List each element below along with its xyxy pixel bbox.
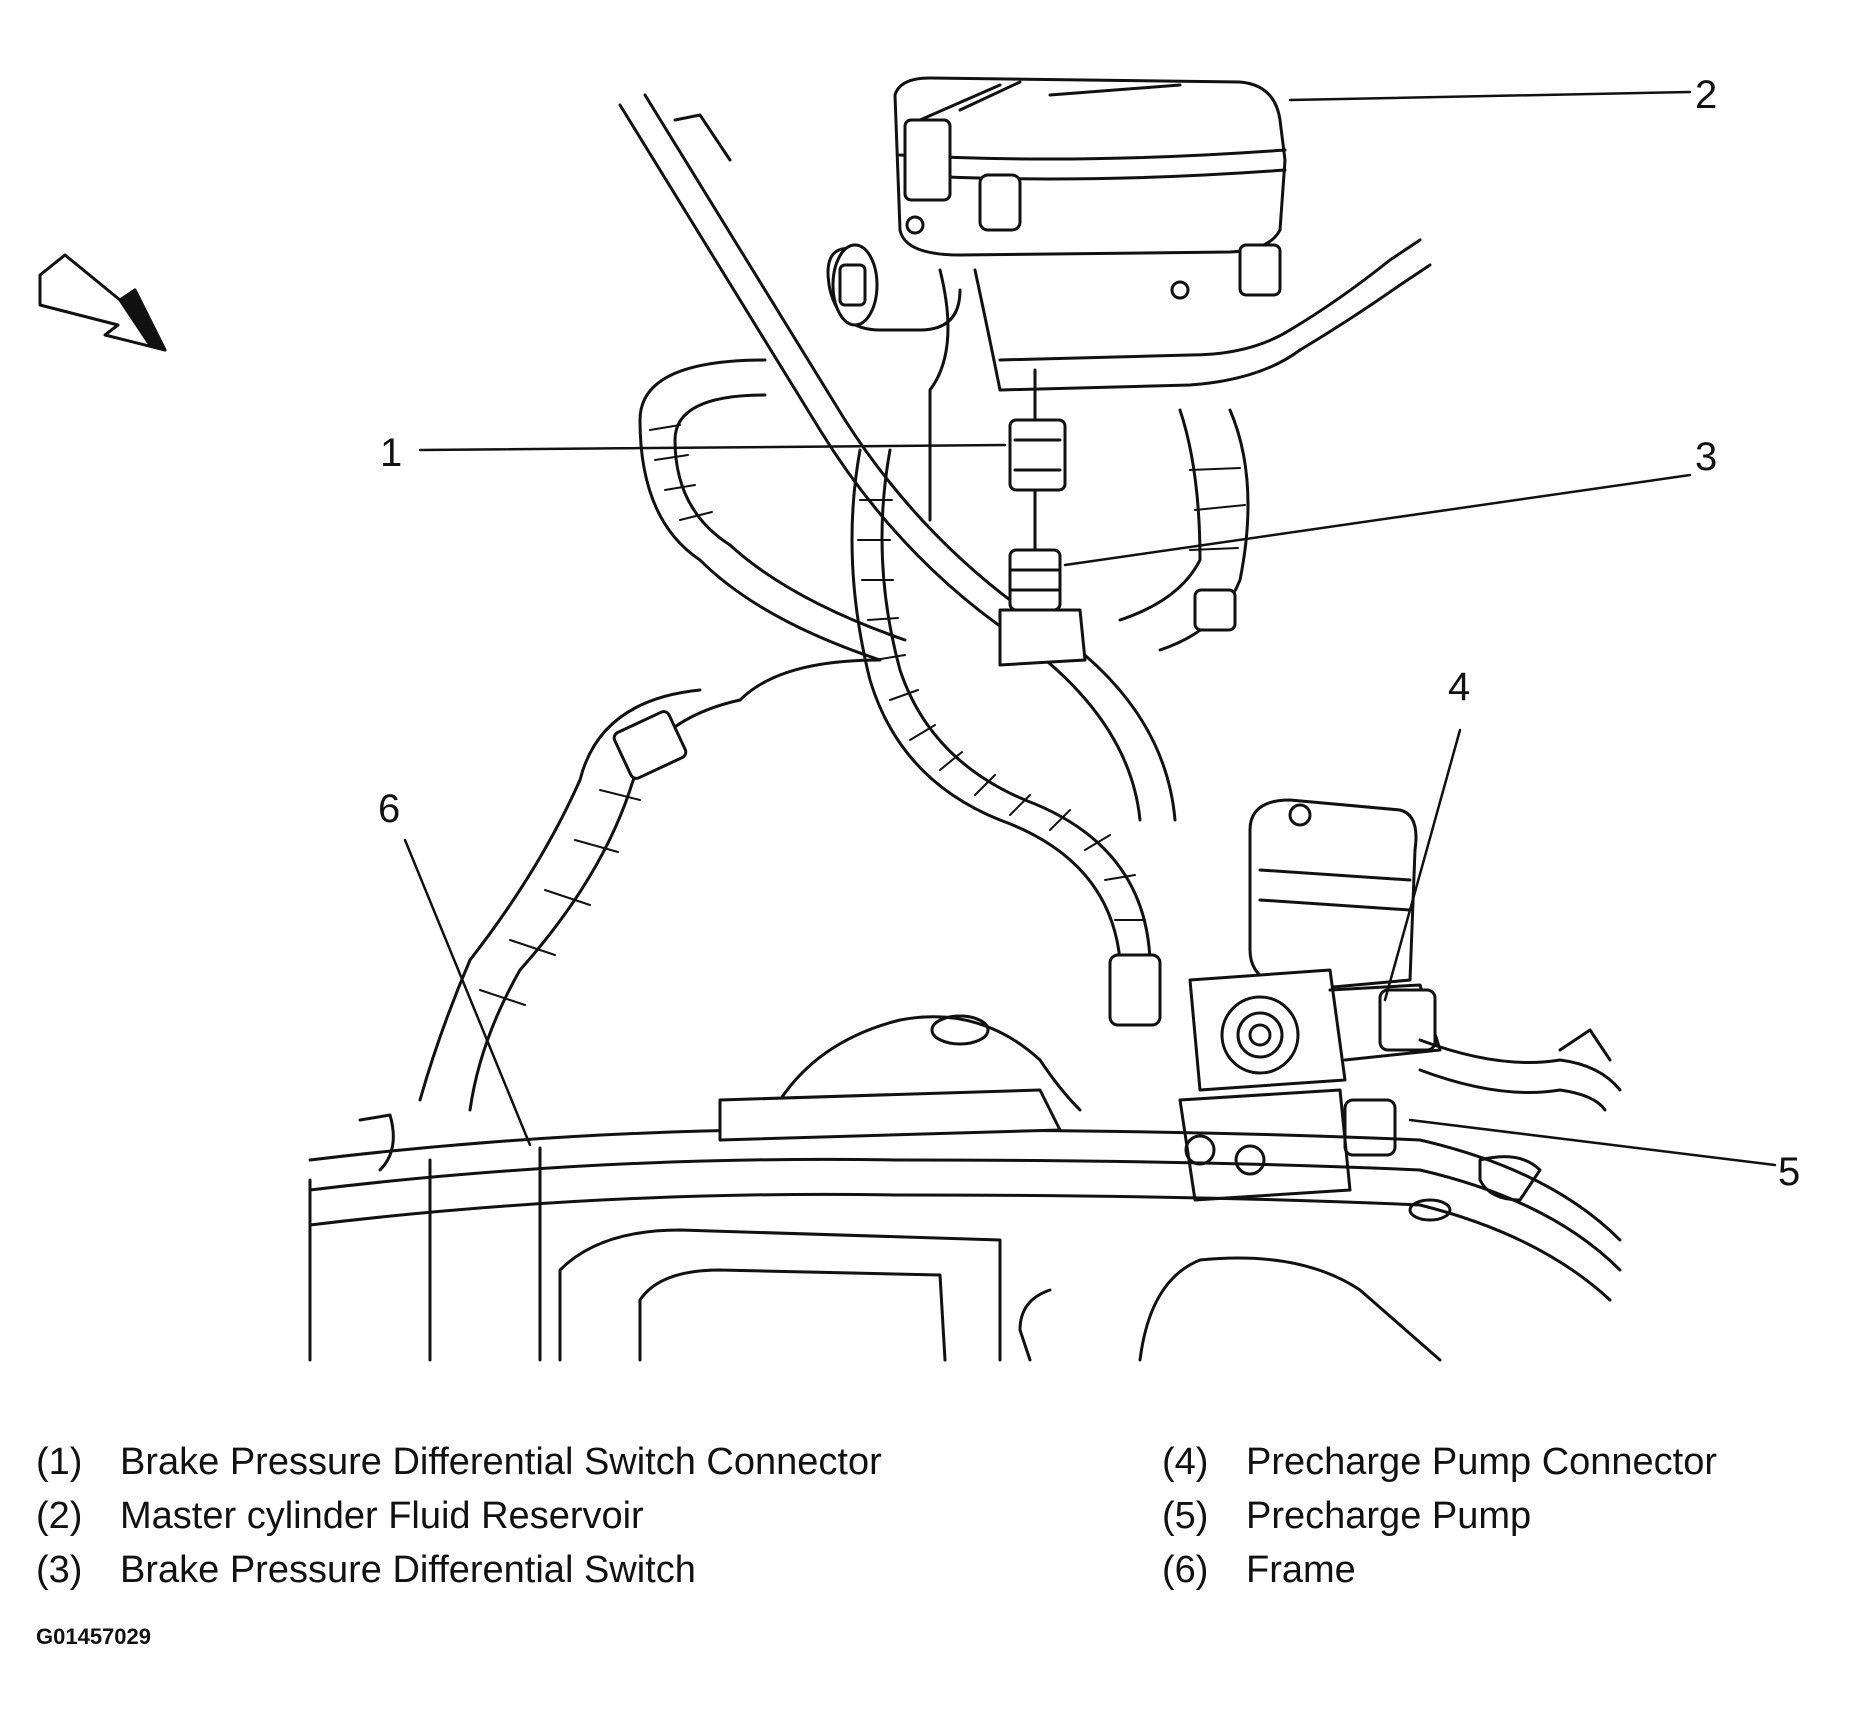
legend-number: (5) <box>1162 1495 1209 1537</box>
legend-label: Precharge Pump Connector <box>1246 1441 1718 1483</box>
precharge-pump <box>1178 798 1622 1202</box>
callout-2: 2 <box>1695 73 1717 117</box>
fluid-reservoir <box>893 76 1287 300</box>
callout-1: 1 <box>380 431 402 475</box>
callout-3: 3 <box>1695 435 1717 479</box>
master-cylinder-body <box>826 238 1432 522</box>
callout-6: 6 <box>378 787 400 831</box>
figure-id: G01457029 <box>36 1624 151 1649</box>
direction-arrow-icon <box>38 253 167 352</box>
brake-system-illustration: 1 2 3 4 5 6 <box>38 73 1800 1362</box>
legend-number: (1) <box>36 1441 83 1483</box>
legend-number: (3) <box>36 1549 83 1591</box>
callout-5: 5 <box>1778 1150 1800 1194</box>
legend-number: (6) <box>1162 1549 1209 1591</box>
legend-label: Brake Pressure Differential Switch Conne… <box>120 1441 882 1483</box>
legend: (1) Brake Pressure Differential Switch C… <box>0 1440 1858 1640</box>
differential-switch <box>998 368 1087 667</box>
callout-leaders <box>403 90 1777 1167</box>
legend-label: Precharge Pump <box>1246 1495 1532 1537</box>
callout-labels: 1 2 3 4 5 6 <box>378 73 1800 1194</box>
wiring-harness <box>418 358 1250 1112</box>
legend-number: (2) <box>36 1495 83 1537</box>
legend-label: Brake Pressure Differential Switch <box>120 1549 696 1591</box>
vehicle-frame <box>308 1014 1622 1362</box>
corrugated-conduit <box>850 448 1162 1027</box>
callout-4: 4 <box>1448 665 1470 709</box>
legend-number: (4) <box>1162 1441 1209 1483</box>
legend-label: Master cylinder Fluid Reservoir <box>120 1495 644 1537</box>
legend-label: Frame <box>1246 1549 1356 1591</box>
